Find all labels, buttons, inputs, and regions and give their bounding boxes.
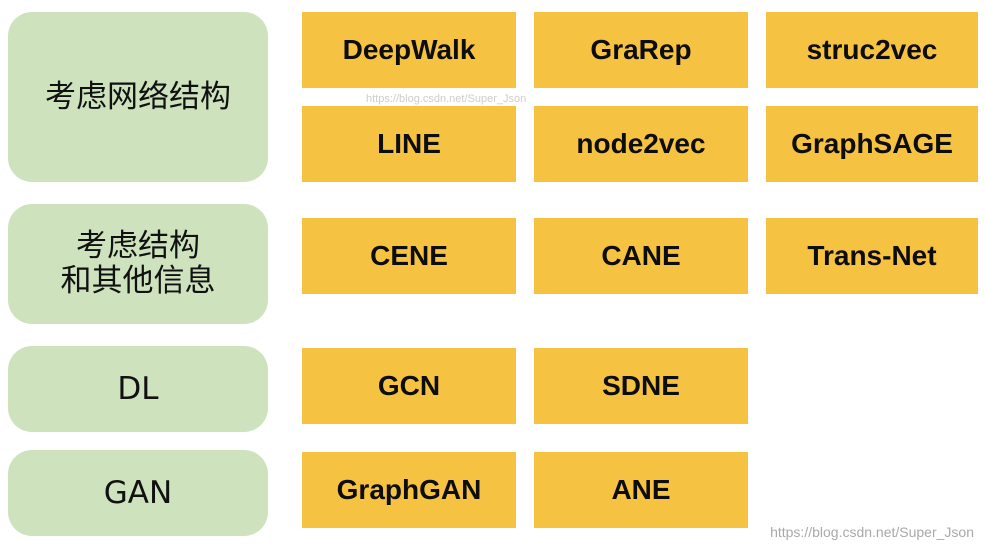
- method-graphgan: GraphGAN: [302, 452, 516, 528]
- method-ane: ANE: [534, 452, 748, 528]
- method-line: LINE: [302, 106, 516, 182]
- method-gcn: GCN: [302, 348, 516, 424]
- category-structure-and-other-info: 考虑结构 和其他信息: [8, 204, 268, 324]
- method-node2vec: node2vec: [534, 106, 748, 182]
- category-label-line-2: 和其他信息: [60, 263, 216, 299]
- method-trans-net: Trans-Net: [766, 218, 978, 294]
- method-deepwalk: DeepWalk: [302, 12, 516, 88]
- category-network-structure: 考虑网络结构: [8, 12, 268, 182]
- category-gan: GAN: [8, 450, 268, 536]
- method-cene: CENE: [302, 218, 516, 294]
- category-label-line-1: 考虑结构: [76, 228, 200, 265]
- category-label: DL: [117, 370, 159, 407]
- category-label: 考虑网络结构: [45, 78, 231, 115]
- method-cane: CANE: [534, 218, 748, 294]
- method-struc2vec: struc2vec: [766, 12, 978, 88]
- method-graphsage: GraphSAGE: [766, 106, 978, 182]
- category-dl: DL: [8, 346, 268, 432]
- watermark: https://blog.csdn.net/Super_Json: [770, 524, 974, 540]
- watermark-faint: https://blog.csdn.net/Super_Json: [366, 93, 527, 105]
- category-label: GAN: [103, 474, 173, 511]
- method-grarep: GraRep: [534, 12, 748, 88]
- method-sdne: SDNE: [534, 348, 748, 424]
